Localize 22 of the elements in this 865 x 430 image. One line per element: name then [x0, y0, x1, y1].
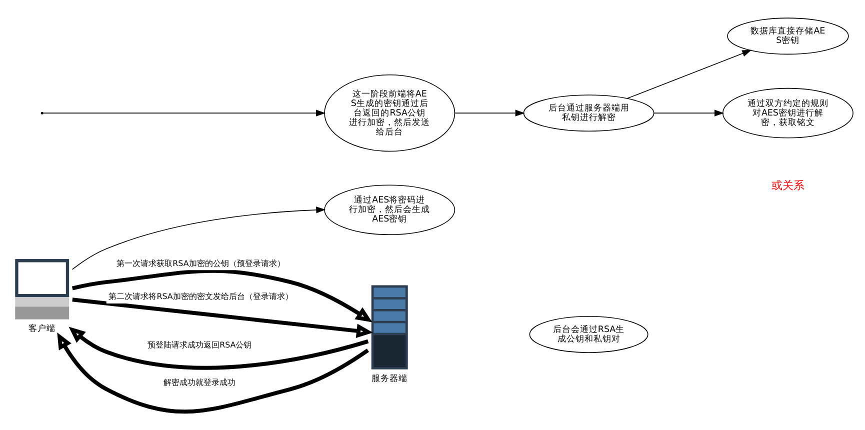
- node-label: 服务器端: [371, 374, 408, 384]
- arrow: [68, 326, 369, 370]
- label: 或关系: [771, 179, 804, 192]
- node-ellipse: 通过AES将密码进行加密，然后会生成AES密钥: [324, 184, 456, 236]
- arrow: [57, 332, 370, 414]
- edge-label: 预登陆请求成功返回RSA公钥: [148, 340, 252, 350]
- arrow: [654, 110, 724, 116]
- node-ellipse: 后台通过服务器端用私钥进行解密: [523, 94, 654, 132]
- node-ellipse: 数据库直接存储AES密钥: [727, 18, 849, 55]
- arrow: [72, 268, 372, 322]
- node-label: 客户端: [28, 324, 56, 334]
- edge-label: 第二次请求将RSA加密的密文发给后台（登录请求）: [108, 292, 293, 302]
- arrow: [626, 50, 752, 99]
- arrow: [42, 110, 326, 116]
- arrow: [454, 110, 525, 116]
- edge-label: 第一次请求获取RSA加密的公钥（预登录请求）: [116, 258, 285, 268]
- edge-label: 解密成功就登录成功: [163, 378, 236, 387]
- node-picture: [371, 285, 408, 370]
- arrow: [72, 298, 373, 338]
- node-ellipse: 通过双方约定的规则对AES密钥进行解密，获取铭文: [722, 88, 854, 138]
- node-ellipse: 这一阶段前端将AES生成的密钥通过后台返回的RSA公钥进行加密，然后发送给后台: [324, 74, 456, 152]
- node-ellipse: 后台会通过RSA生成公钥和私钥对: [529, 316, 648, 353]
